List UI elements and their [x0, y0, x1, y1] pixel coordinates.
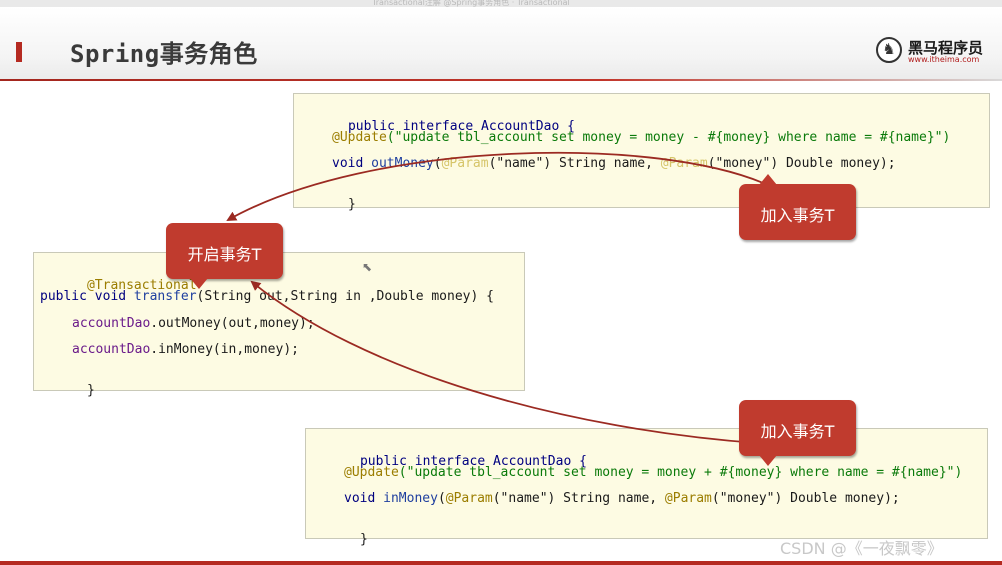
code-token: ("money") Double money);: [707, 156, 896, 171]
code-line: accountDao.inMoney(in,money);: [72, 342, 299, 357]
code-line: @Update("update tbl_account set money = …: [344, 465, 962, 480]
callout-start-transaction: 开启事务T: [166, 223, 283, 289]
code-token: @Param: [441, 156, 489, 171]
code-token: ("name") String name,: [492, 491, 665, 506]
code-line: public interface AccountDao {: [301, 104, 575, 149]
slide-header: Spring事务角色 ♞ 黑马程序员 www.itheima.com: [0, 7, 1002, 79]
window-title-strip: Transactional注解 @Spring事务角色 · Transactio…: [0, 0, 1002, 7]
code-token: @Update: [332, 130, 387, 145]
slide-title: Spring事务角色: [70, 40, 258, 68]
code-token: accountDao: [72, 316, 151, 331]
code-line: @Update("update tbl_account set money = …: [332, 130, 950, 145]
code-token: @Param: [664, 491, 712, 506]
callout-join-transaction-out: 加入事务T: [739, 174, 856, 240]
code-line: @Transactional: [40, 263, 197, 308]
code-token: inMoney: [383, 491, 438, 506]
code-token: transfer: [133, 289, 197, 304]
code-token: @Update: [344, 465, 399, 480]
arrow-join-in-to-start: [250, 280, 771, 445]
code-token: }: [347, 197, 356, 212]
code-token: .inMoney(in,money);: [150, 342, 299, 357]
brand-url: www.itheima.com: [908, 55, 980, 64]
window-title-text: Transactional注解 @Spring事务角色 · Transactio…: [372, 0, 570, 7]
code-token: (String out,String in ,Double money) {: [196, 289, 494, 304]
csdn-watermark: CSDN @《一夜飘零》: [780, 539, 943, 558]
code-line: }: [301, 182, 356, 227]
title-accent-bar: [16, 42, 22, 62]
code-token: public void: [40, 289, 134, 304]
horse-logo-icon: ♞: [876, 37, 902, 63]
code-token: ("money") Double money);: [711, 491, 900, 506]
callout-join-transaction-in: 加入事务T: [739, 400, 856, 466]
code-line: }: [313, 517, 368, 562]
callout-label: 加入事务T: [760, 422, 835, 441]
code-line: accountDao.outMoney(out,money);: [72, 316, 315, 331]
brand-name: 黑马程序员: [908, 39, 984, 57]
code-token: (: [433, 156, 442, 171]
code-token: (: [437, 491, 446, 506]
callout-label: 加入事务T: [760, 206, 835, 225]
callout-pointer: [759, 174, 777, 185]
code-line: void outMoney(@Param("name") String name…: [332, 156, 896, 171]
code-token: .outMoney(out,money);: [150, 316, 315, 331]
arrow-join-out-to-start: [226, 151, 771, 221]
brand-logo: ♞ 黑马程序员 www.itheima.com: [876, 37, 996, 67]
mouse-cursor-icon: ⬉: [362, 260, 373, 274]
code-token: public interface AccountDao {: [359, 454, 587, 469]
code-line: public void transfer(String out,String i…: [40, 289, 494, 304]
code-token: accountDao: [72, 342, 151, 357]
code-token: }: [359, 532, 368, 547]
code-token: }: [86, 383, 95, 398]
code-line: void inMoney(@Param("name") String name,…: [344, 491, 900, 506]
code-line: public interface AccountDao {: [313, 439, 587, 484]
callout-label: 开启事务T: [187, 245, 262, 264]
code-token: ("name") String name,: [488, 156, 661, 171]
code-token: void: [332, 156, 372, 171]
code-token: @Transactional: [86, 278, 197, 293]
code-block-out-money-dao: public interface AccountDao { @Update("u…: [293, 93, 990, 212]
callout-pointer: [759, 455, 777, 466]
bottom-accent-strip: [0, 561, 1002, 565]
code-token: void: [344, 491, 384, 506]
code-block-in-money-dao: public interface AccountDao { @Update("u…: [305, 428, 988, 547]
code-token: ("update tbl_account set money = money +…: [398, 465, 963, 480]
code-token: public interface AccountDao {: [347, 119, 575, 134]
code-line: }: [40, 368, 95, 413]
header-divider: [0, 79, 1002, 81]
code-token: @Param: [445, 491, 493, 506]
callout-pointer: [190, 278, 208, 289]
code-token: ("update tbl_account set money = money -…: [386, 130, 951, 145]
